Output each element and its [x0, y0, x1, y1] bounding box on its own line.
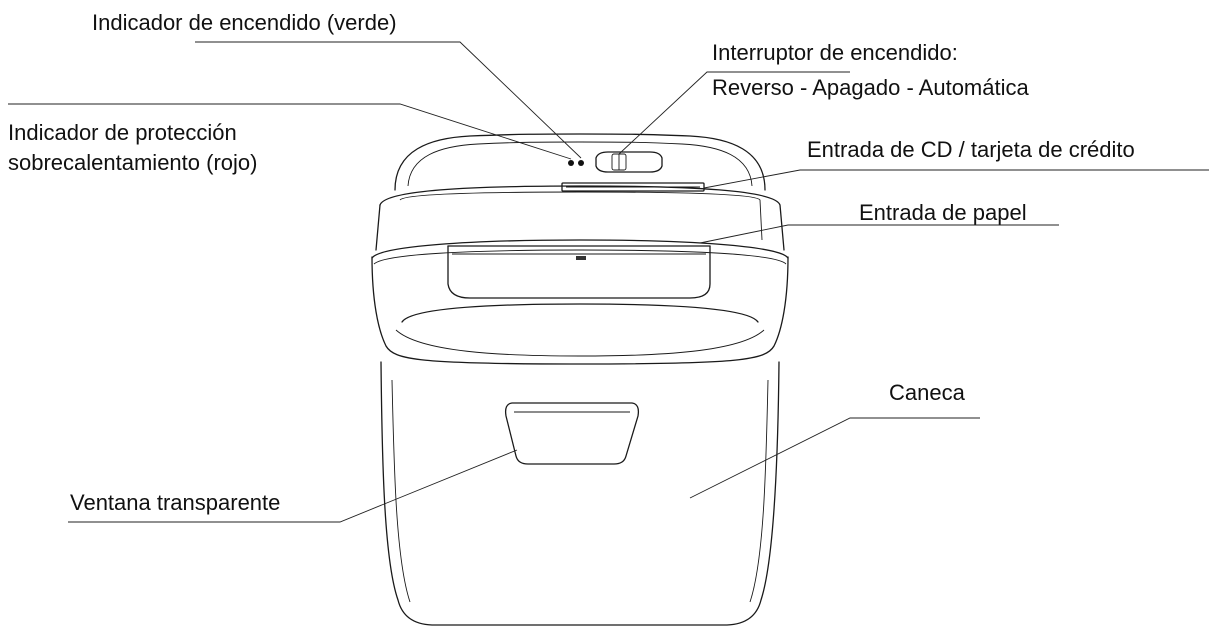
leader-cd-slot — [703, 169, 1209, 189]
indicator-lights — [568, 160, 584, 166]
label-overheat-line1: Indicador de protección — [8, 120, 237, 145]
leader-lines — [8, 41, 1209, 523]
leader-power-indicator — [195, 41, 582, 159]
leader-overheat — [8, 103, 572, 160]
shredder-head — [371, 185, 789, 265]
label-cd-slot: Entrada de CD / tarjeta de crédito — [807, 137, 1135, 162]
leader-power-switch — [618, 71, 850, 155]
lower-lid — [371, 256, 789, 365]
labels: Indicador de encendido (verde) Interrupt… — [8, 10, 1135, 515]
label-power-switch-title: Interruptor de encendido: — [712, 40, 958, 65]
label-window: Ventana transparente — [70, 490, 280, 515]
overheat-led — [568, 160, 574, 166]
power-led — [578, 160, 584, 166]
label-power-switch-modes: Reverso - Apagado - Automática — [712, 75, 1029, 100]
leader-bin — [689, 417, 980, 499]
label-bin: Caneca — [889, 380, 966, 405]
top-cap — [394, 133, 766, 191]
shredder-illustration — [371, 133, 789, 626]
waste-bin — [380, 361, 780, 626]
label-paper-slot: Entrada de papel — [859, 200, 1027, 225]
leader-paper-slot — [699, 224, 1059, 244]
cd-slot — [561, 182, 705, 192]
transparent-window — [504, 402, 640, 465]
paper-slot — [447, 245, 711, 299]
power-switch — [595, 151, 663, 173]
label-power-indicator: Indicador de encendido (verde) — [92, 10, 397, 35]
label-overheat-line2: sobrecalentamiento (rojo) — [8, 150, 257, 175]
leader-window — [68, 449, 518, 523]
